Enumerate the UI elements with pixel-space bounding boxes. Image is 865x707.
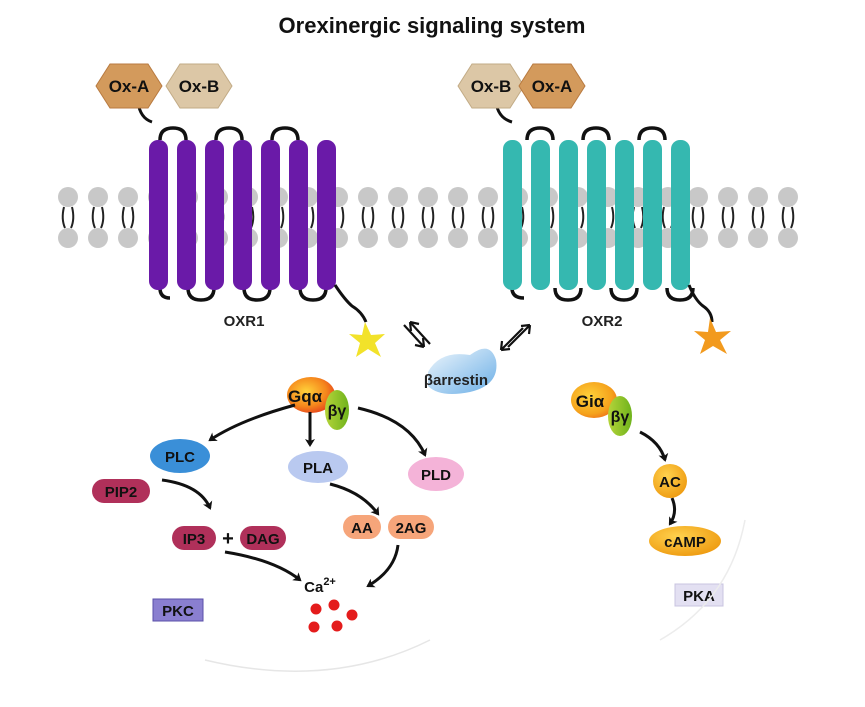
lipid — [88, 187, 108, 248]
camp-node: cAMP — [649, 526, 721, 556]
lipid — [418, 187, 438, 248]
oxr2-receptor — [494, 101, 714, 323]
pla-node: PLA — [288, 451, 348, 483]
right-pathway-outline — [659, 519, 746, 641]
plc-node: PLC — [150, 439, 210, 473]
camp-label: cAMP — [664, 534, 706, 551]
equilibrium-arrows-left — [403, 320, 431, 349]
oxr2-label: OXR2 — [582, 313, 623, 330]
calcium-node: Ca2+ — [304, 576, 358, 633]
diagram-title: Orexinergic signaling system — [279, 13, 586, 38]
aa-node: AA — [343, 515, 381, 539]
lipid — [358, 187, 378, 248]
beta-arrestin-label: βarrestin — [424, 372, 488, 389]
lipid — [388, 187, 408, 248]
gq-protein: Gqα βγ — [287, 377, 349, 430]
ligand-right-ox-a-label: Ox-A — [532, 77, 573, 96]
gi-beta-gamma-label: βγ — [611, 409, 630, 426]
phosphorylation-star-left — [349, 322, 385, 357]
equilibrium-arrows-right — [499, 323, 532, 352]
ligand-right-ox-b: Ox-B — [457, 63, 525, 109]
gi-alpha-label: Giα — [576, 392, 605, 411]
lipid — [58, 187, 78, 248]
gi-protein: Giα βγ — [571, 382, 632, 436]
ligand-right-ox-b-label: Ox-B — [471, 77, 512, 96]
pip2-node: PIP2 — [92, 479, 150, 503]
dag-label: DAG — [246, 531, 279, 548]
right-pathway-arrows — [639, 430, 678, 526]
pka-label: PKA — [683, 588, 715, 605]
plc-label: PLC — [165, 449, 195, 466]
calcium-ion — [331, 620, 343, 632]
pld-node: PLD — [408, 457, 464, 491]
gq-beta-gamma-label: βγ — [328, 403, 347, 420]
oxr2-loops — [510, 126, 695, 302]
calcium-ion — [310, 603, 322, 615]
plus-sign: + — [222, 528, 234, 550]
phosphorylation-star-right — [694, 318, 731, 354]
oxr1-receptor — [136, 101, 368, 323]
ip3-label: IP3 — [183, 531, 206, 548]
oxr1-label: OXR1 — [224, 313, 265, 330]
lipid — [688, 187, 708, 248]
calcium-label: Ca2+ — [304, 576, 336, 596]
two-ag-label: 2AG — [396, 520, 427, 537]
lipid — [748, 187, 768, 248]
calcium-ion — [328, 599, 340, 611]
two-ag-node: 2AG — [388, 515, 434, 539]
lipid — [118, 187, 138, 248]
lipid — [478, 187, 498, 248]
pla-label: PLA — [303, 460, 333, 477]
lipid — [718, 187, 738, 248]
ac-label: AC — [659, 474, 681, 491]
pkc-node: PKC — [152, 598, 204, 622]
left-pathway-arrows — [161, 403, 428, 588]
ligand-left-ox-b: Ox-B — [165, 63, 233, 109]
beta-arrestin: βarrestin — [424, 348, 497, 394]
pip2-label: PIP2 — [105, 484, 138, 501]
ac-node: AC — [653, 464, 687, 498]
pld-label: PLD — [421, 467, 451, 484]
calcium-ion — [308, 621, 320, 633]
aa-label: AA — [351, 520, 373, 537]
oxr1-loops — [158, 126, 328, 302]
ligand-left-ox-b-label: Ox-B — [179, 77, 220, 96]
ligand-right-ox-a: Ox-A — [518, 63, 586, 109]
ligand-left-ox-a: Ox-A — [95, 63, 163, 109]
gq-alpha-label: Gqα — [288, 387, 323, 406]
lipid — [448, 187, 468, 248]
lipid — [778, 187, 798, 248]
ip3-node: IP3 — [172, 526, 216, 550]
pka-node: PKA — [674, 583, 724, 607]
calcium-ion — [346, 609, 358, 621]
dag-node: DAG — [240, 526, 286, 550]
ligand-left-ox-a-label: Ox-A — [109, 77, 150, 96]
left-pathway-outline — [204, 639, 431, 672]
pkc-label: PKC — [162, 603, 194, 620]
